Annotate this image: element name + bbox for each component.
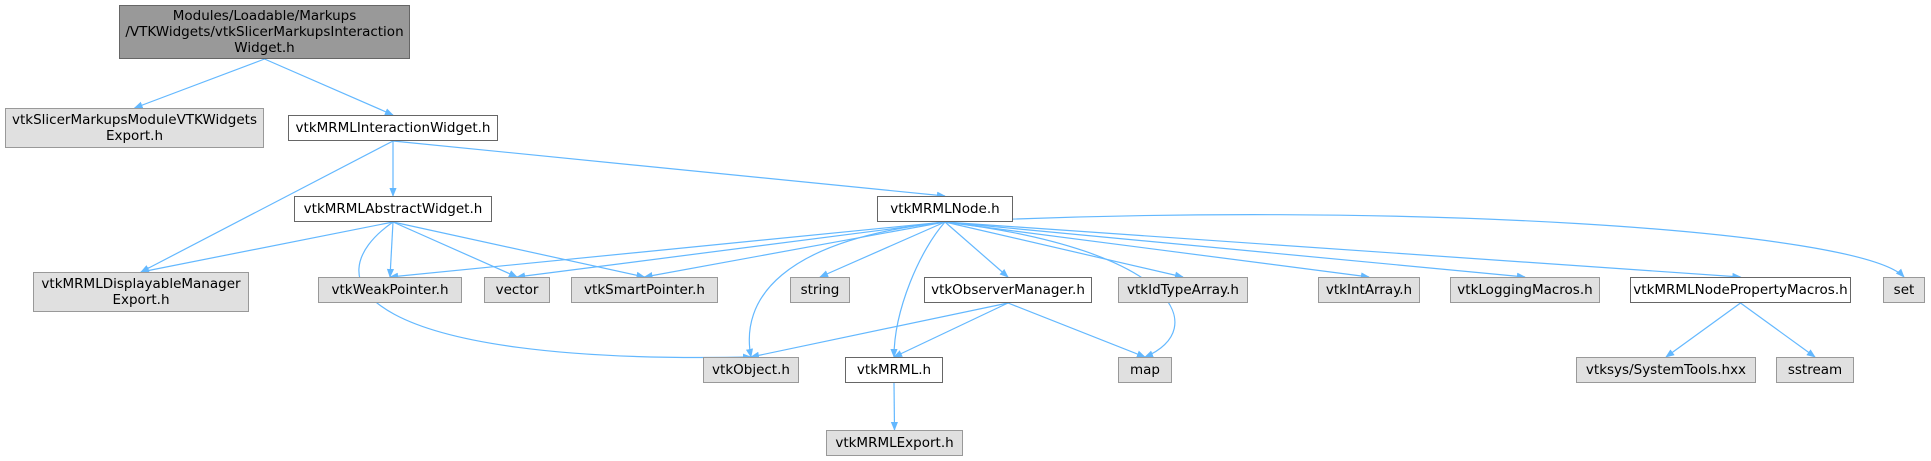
edge-mrml-node-to-property-macros <box>944 221 1742 281</box>
node-int-array-header[interactable]: vtkIntArray.h <box>1318 277 1420 303</box>
node-mrml-abstract-widget-header[interactable]: vtkMRMLAbstractWidget.h <box>294 196 492 222</box>
node-vtksys-system-tools-header[interactable]: vtksys/SystemTools.hxx <box>1576 357 1756 383</box>
node-observer-manager-header[interactable]: vtkObserverManager.h <box>924 277 1092 303</box>
node-displayable-manager-export-header[interactable]: vtkMRMLDisplayableManager Export.h <box>33 272 249 312</box>
node-vector-header[interactable]: vector <box>484 277 550 303</box>
edge-mrml-node-to-id-type-array <box>944 221 1184 279</box>
edge-abstract-widget-to-displayable-export <box>140 221 394 274</box>
edge-mrml-node-to-weak-pointer <box>389 221 946 280</box>
node-string-header[interactable]: string <box>790 277 850 303</box>
node-mrml-node-header[interactable]: vtkMRMLNode.h <box>877 196 1013 222</box>
edge-mrml-node-to-set <box>944 214 1905 278</box>
edge-mrml-node-to-vector <box>516 221 946 280</box>
edge-root-to-interaction-widget <box>264 58 394 116</box>
node-mrml-export-header[interactable]: vtkMRMLExport.h <box>826 430 963 456</box>
node-markups-vtkwidgets-export-header[interactable]: vtkSlicerMarkupsModuleVTKWidgets Export.… <box>5 108 264 148</box>
edge-abstract-widget-to-weak-pointer <box>386 221 395 278</box>
edge-observer-manager-to-vtk-object <box>750 302 1009 359</box>
edge-interaction-widget-to-displayable-export <box>140 140 394 273</box>
root-node-markups-interaction-widget-header[interactable]: Modules/Loadable/Markups /VTKWidgets/vtk… <box>119 5 410 59</box>
node-weak-pointer-header[interactable]: vtkWeakPointer.h <box>318 277 462 303</box>
edge-property-macros-to-system-tools <box>1665 302 1741 358</box>
edge-mrml-node-to-vtk-object <box>745 221 946 358</box>
edge-mrml-node-to-observer-manager <box>944 221 1009 278</box>
node-vtk-object-header[interactable]: vtkObject.h <box>703 357 799 383</box>
edge-abstract-widget-to-smart-pointer <box>392 221 646 279</box>
edge-mrml-node-to-logging-macros <box>944 221 1526 280</box>
node-vtk-mrml-header[interactable]: vtkMRML.h <box>845 357 943 383</box>
node-smart-pointer-header[interactable]: vtkSmartPointer.h <box>571 277 718 303</box>
edge-observer-manager-to-vtk-mrml <box>893 302 1009 358</box>
edge-mrml-node-to-smart-pointer <box>643 221 946 280</box>
edge-observer-manager-to-map <box>1007 302 1146 358</box>
node-sstream-header[interactable]: sstream <box>1776 357 1854 383</box>
edge-root-to-export-widgets <box>133 58 265 109</box>
edge-property-macros-to-sstream <box>1740 302 1816 358</box>
node-map-header[interactable]: map <box>1118 357 1172 383</box>
node-mrml-node-property-macros-header[interactable]: vtkMRMLNodePropertyMacros.h <box>1630 277 1851 303</box>
edge-mrml-node-to-vtk-mrml <box>890 221 946 358</box>
node-id-type-array-header[interactable]: vtkIdTypeArray.h <box>1118 277 1248 303</box>
edge-mrml-node-to-string <box>819 221 946 278</box>
edge-mrml-node-to-int-array <box>944 221 1370 280</box>
edge-abstract-widget-to-vector <box>392 221 518 278</box>
edge-vtk-mrml-to-mrml-export <box>890 382 899 431</box>
node-logging-macros-header[interactable]: vtkLoggingMacros.h <box>1450 277 1600 303</box>
node-set-header[interactable]: set <box>1883 277 1925 303</box>
edge-interaction-widget-to-mrml-node <box>392 140 946 199</box>
node-mrml-interaction-widget-header[interactable]: vtkMRMLInteractionWidget.h <box>288 115 498 141</box>
edge-abstract-widget-to-vtk-object <box>358 221 752 361</box>
